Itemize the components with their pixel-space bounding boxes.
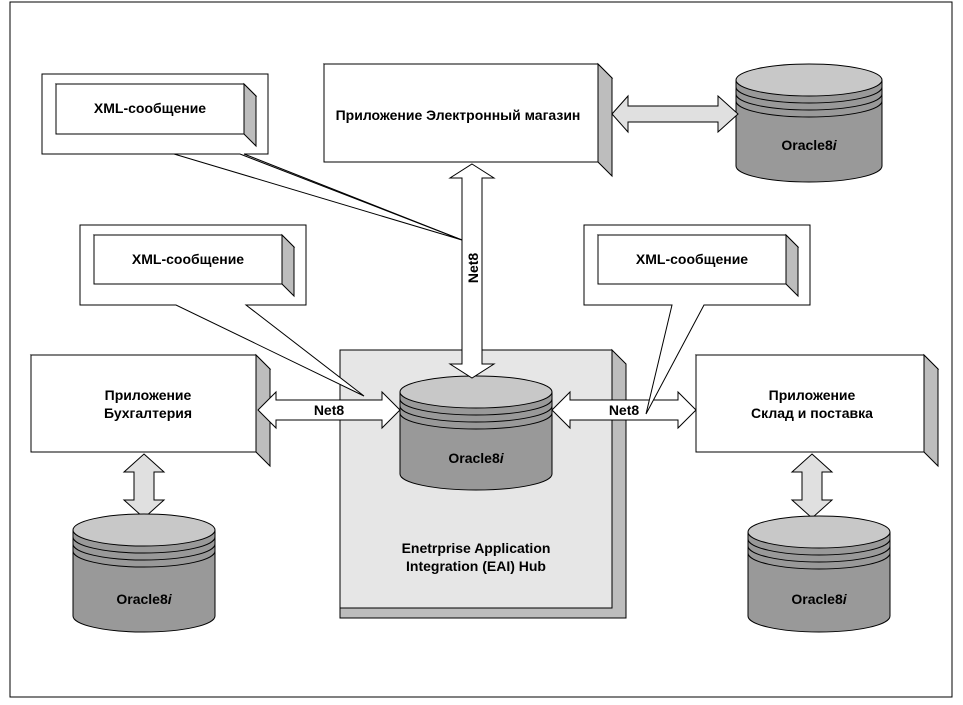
right-net8-label: Net8	[609, 402, 640, 418]
left-net8-arrow	[257, 390, 401, 430]
accounting-app-label-line1: Приложение	[105, 387, 192, 403]
callout-right-xml: XML-сообщение	[583, 224, 811, 415]
warehouse-app-label-line2: Склад и поставка	[751, 405, 873, 421]
warehouse-database-label: Oracle8i	[791, 591, 847, 607]
accounting-db-arrow	[122, 453, 166, 519]
accounting-database: Oracle8i	[72, 513, 216, 633]
eshop-db-arrow	[611, 94, 739, 134]
eshop-app-label: Приложение Электронный магазин	[336, 107, 581, 123]
hub-label-line1: Enetrprise Application	[402, 540, 551, 556]
warehouse-database: Oracle8i	[747, 515, 891, 633]
eshop-app-box: Приложение Электронный магазин	[322, 62, 614, 178]
callout-top-label: XML-сообщение	[94, 100, 206, 116]
callout-right-label: XML-сообщение	[636, 251, 748, 267]
accounting-app-label-line2: Бухгалтерия	[104, 405, 192, 421]
left-net8-label: Net8	[314, 402, 345, 418]
warehouse-db-arrow	[790, 453, 834, 519]
top-net8-arrow	[448, 163, 496, 379]
hub-database: Oracle8i	[399, 375, 553, 491]
eshop-database: Oracle8i	[735, 63, 883, 183]
right-net8-arrow	[551, 390, 697, 430]
warehouse-app-label-line1: Приложение	[769, 387, 856, 403]
top-net8-label: Net8	[465, 253, 481, 284]
eshop-database-label: Oracle8i	[781, 137, 837, 153]
warehouse-app-box: Приложение Склад и поставка	[694, 353, 940, 468]
callout-left-xml: XML-сообщение	[79, 224, 365, 397]
accounting-database-label: Oracle8i	[116, 591, 172, 607]
hub-label-line2: Integration (EAI) Hub	[406, 558, 546, 574]
accounting-app-box: Приложение Бухгалтерия	[29, 353, 272, 468]
diagram-frame	[9, 1, 953, 698]
callout-top-xml: XML-сообщение	[41, 73, 463, 241]
hub-database-label: Oracle8i	[448, 450, 504, 466]
callout-left-label: XML-сообщение	[132, 251, 244, 267]
